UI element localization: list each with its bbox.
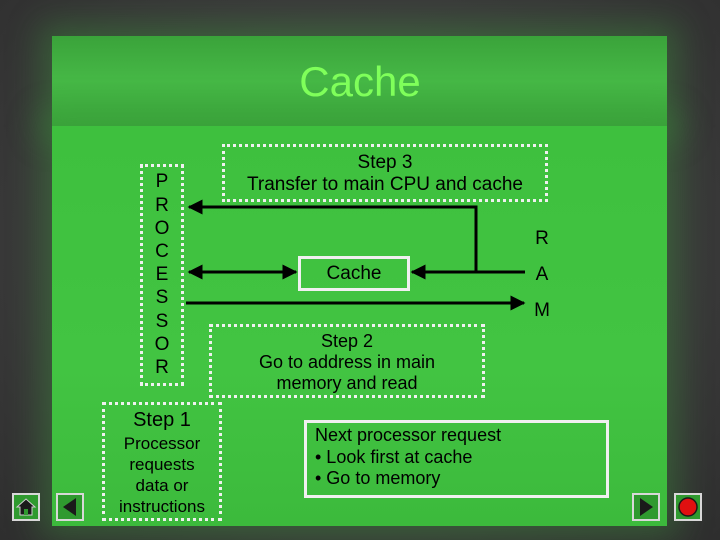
step1-text: Processor [123,434,201,453]
forward-icon [640,498,653,516]
step2-text: Go to address in main [258,352,436,372]
transfer-to-cpu-arrow [187,199,478,272]
back-icon [63,498,76,516]
step1-text: requests [129,455,195,474]
home-button[interactable] [12,493,40,521]
step1-text: instructions [119,497,205,516]
back-button[interactable] [56,493,84,521]
processor-box: P R O C E S S O R [140,164,184,386]
step2-box: Step 2 Go to address in main memory and … [209,324,485,398]
processor-letter: S [155,311,169,332]
step3-box: Step 3 Transfer to main CPU and cache [222,144,548,202]
home-icon [15,498,37,516]
processor-letter: P [155,171,169,192]
step2-heading: Step 2 [320,331,374,351]
processor-letter: S [155,287,169,308]
processor-letter: O [154,218,170,239]
step1-text: data or [135,476,189,495]
end-show-button[interactable] [674,493,702,521]
step1-heading: Step 1 [133,409,191,431]
step3-heading: Step 3 [357,152,413,173]
processor-letter: R [155,357,169,378]
processor-letter: C [155,241,169,262]
cache-label: Cache [326,263,382,284]
ram-letter: R [535,228,549,249]
slide-title: Cache [299,58,421,105]
processor-letter: O [154,334,170,355]
ram-letter: M [534,300,550,321]
next-request-box: Next processor request • Look first at c… [304,420,609,498]
processor-letter: E [155,264,169,285]
next-request-text: Next processor request [315,425,502,445]
step2-text: memory and read [276,373,418,393]
step1-box: Step 1 Processor requests data or instru… [102,402,222,521]
cache-box: Cache [298,256,410,291]
end-show-icon [678,497,698,517]
next-request-text: • Go to memory [315,468,441,488]
processor-letter: R [155,195,169,216]
next-request-text: • Look first at cache [315,446,473,467]
ram-letter: A [535,264,549,285]
forward-button[interactable] [632,493,660,521]
step3-text: Transfer to main CPU and cache [247,174,523,195]
title-band [52,36,667,126]
